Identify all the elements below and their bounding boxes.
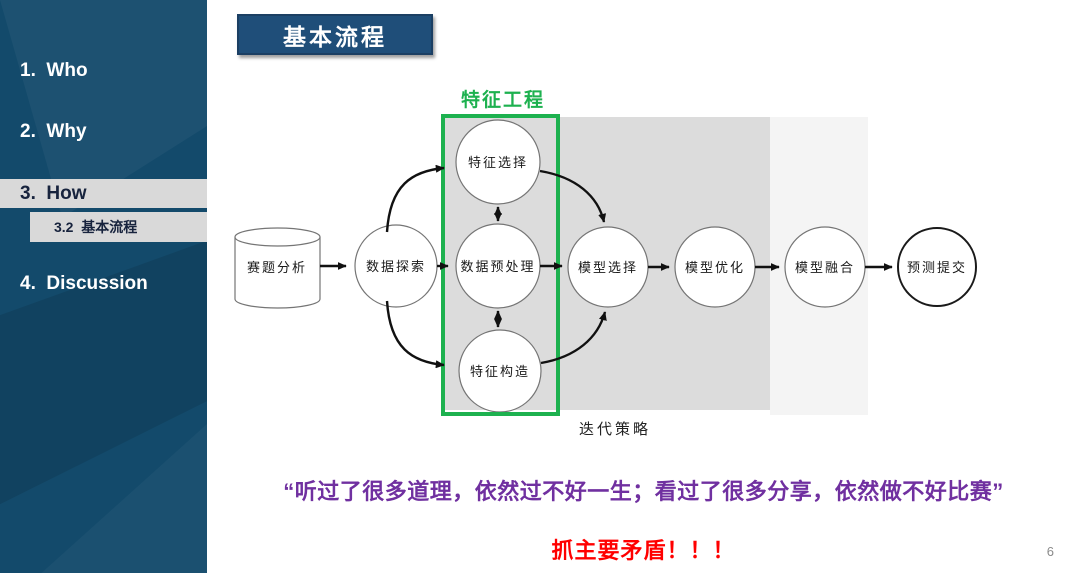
- slide-title-badge: 基本流程: [237, 14, 433, 55]
- arrow-exploration-to-feature-construction: [385, 300, 445, 369]
- node-label-feature-construction: 特征构造: [470, 365, 530, 380]
- node-label-data-preprocessing: 数据预处理: [460, 260, 535, 275]
- sidebar-item-who[interactable]: 1. Who: [20, 60, 88, 81]
- node-label-feature-selection: 特征选择: [468, 156, 528, 171]
- sidebar-item-how[interactable]: 3. How: [0, 179, 207, 208]
- quote-text: “听过了很多道理，依然过不好一生；看过了很多分享，依然做不好比赛”: [283, 479, 1004, 504]
- arrow-exploration-to-feature-selection: [385, 164, 445, 233]
- node-label-prediction-submission: 预测提交: [907, 260, 967, 276]
- node-prediction-submission: [897, 227, 977, 307]
- slide-title: 基本流程: [283, 23, 387, 50]
- node-label-model-optimization: 模型优化: [685, 261, 745, 276]
- iteration-strategy-label: 迭代策略: [579, 420, 651, 438]
- feature-engineering-label: 特征工程: [461, 88, 545, 111]
- node-label-problem-analysis: 赛题分析: [247, 260, 307, 276]
- node-feature-selection: [455, 119, 541, 205]
- node-label-model-fusion: 模型融合: [795, 261, 855, 276]
- slogan-text: 抓主要矛盾！！！: [551, 538, 736, 563]
- node-label-model-selection: 模型选择: [578, 261, 638, 276]
- arrow-feature-selection-to-model-selection: [539, 169, 607, 223]
- sidebar-subitem-basic-process[interactable]: 3.2 基本流程: [30, 212, 207, 242]
- sidebar-item-why[interactable]: 2. Why: [20, 121, 87, 142]
- sidebar-item-discussion[interactable]: 4. Discussion: [20, 273, 148, 294]
- arrow-feature-construction-to-model-selection: [540, 311, 607, 365]
- page-number: 6: [1046, 544, 1054, 559]
- node-problem-analysis: [234, 227, 321, 309]
- node-label-data-exploration: 数据探索: [366, 260, 426, 275]
